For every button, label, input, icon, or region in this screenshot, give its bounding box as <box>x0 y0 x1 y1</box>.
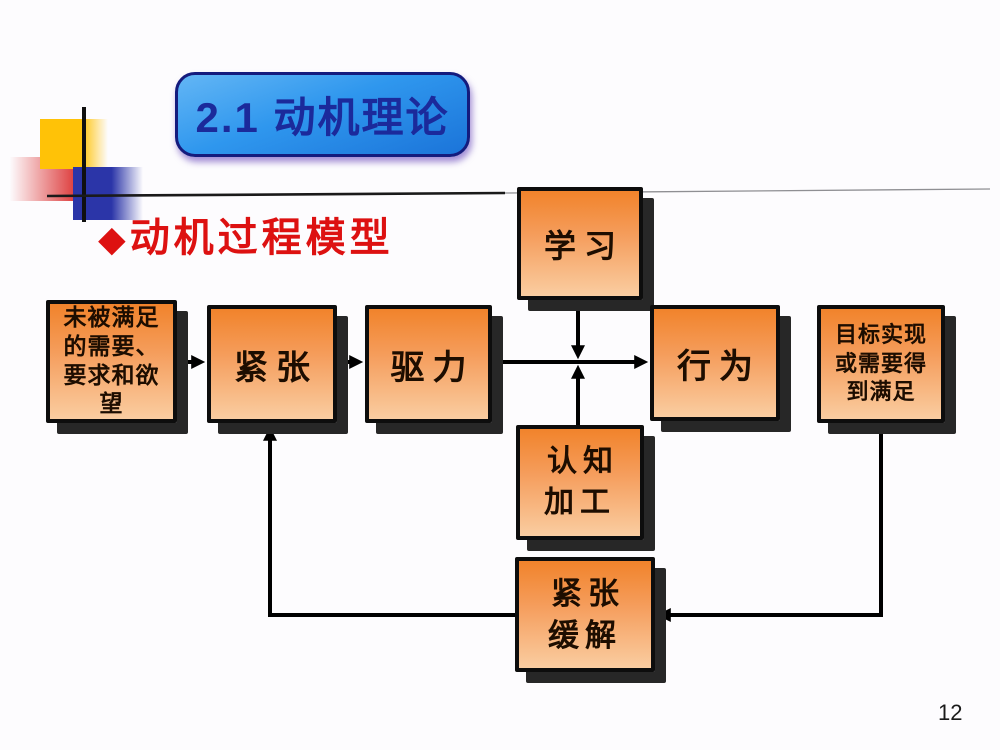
box-unmet-needs: 未被满足 的需要、 要求和欲 望 <box>46 300 177 423</box>
section-heading-text: 动机过程模型 <box>129 215 394 260</box>
decor-yellow-square <box>40 119 108 169</box>
diamond-bullet-icon: ◆ <box>98 219 126 259</box>
page-number: 12 <box>938 700 963 725</box>
slide-title: 2.1 动机理论 <box>195 94 450 141</box>
box-relief: 紧张 缓解 <box>515 557 655 672</box>
box-behavior: 行为 <box>650 305 780 421</box>
box-goal: 目标实现 或需要得 到满足 <box>817 305 945 423</box>
section-heading: ◆动机过程模型 <box>98 214 394 263</box>
box-drive: 驱力 <box>365 305 492 423</box>
connector-goal-to-relief <box>656 423 883 622</box>
box-learning: 学习 <box>517 187 643 300</box>
slide-title-pill: 2.1 动机理论 <box>175 72 470 157</box>
connector-relief-to-tension <box>263 426 515 617</box>
box-tension: 紧张 <box>207 305 337 423</box>
box-cognition: 认知 加工 <box>516 425 644 540</box>
